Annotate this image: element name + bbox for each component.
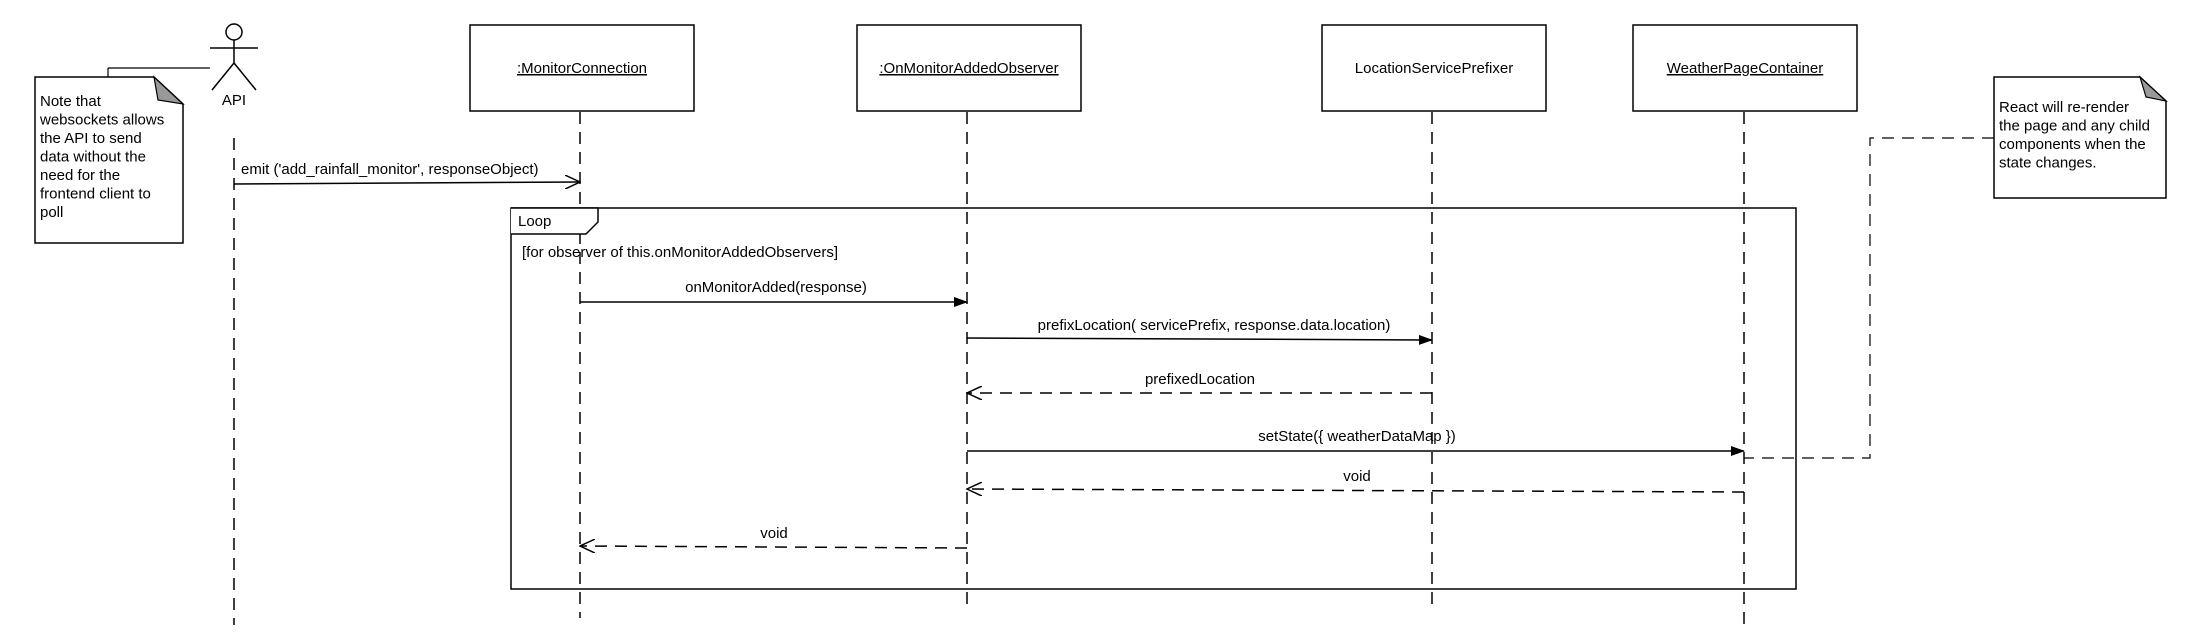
participant-label: LocationServicePrefixer	[1355, 60, 1513, 77]
actor-head	[225, 23, 243, 41]
participant-label: :MonitorConnection	[517, 60, 647, 77]
note-fold	[2138, 75, 2168, 103]
message-arrow	[966, 334, 1433, 345]
message-arrow	[967, 489, 1745, 492]
message-label: onMonitorAdded(response)	[685, 279, 867, 296]
message-prefixed-location[interactable]: prefixedLocation	[967, 371, 1432, 393]
actor-left-leg	[211, 62, 235, 91]
api-actor[interactable]: API	[210, 23, 258, 109]
message-void-1[interactable]: void	[967, 468, 1745, 492]
participant-location-service-prefixer[interactable]: LocationServicePrefixer	[1321, 24, 1547, 112]
actor-right-leg	[233, 62, 257, 91]
participant-on-monitor-added-observer[interactable]: :OnMonitorAddedObserver	[856, 24, 1082, 112]
message-emit[interactable]: emit ('add_rainfall_monitor', responseOb…	[233, 161, 580, 184]
loop-guard: [for observer of this.onMonitorAddedObse…	[522, 244, 838, 261]
note-fold	[153, 75, 185, 105]
loop-label-tab	[511, 207, 599, 235]
message-label: prefixedLocation	[1145, 371, 1255, 388]
message-label: setState({ weatherDataMap })	[1258, 428, 1456, 445]
loop-frame	[510, 207, 1797, 590]
note-shape	[1993, 76, 2167, 199]
message-arrow	[580, 546, 968, 548]
message-arrow	[233, 182, 580, 184]
loop-fragment[interactable]: Loop [for observer of this.onMonitorAdde…	[510, 207, 1797, 590]
loop-label: Loop	[518, 213, 551, 230]
note-shape	[34, 76, 184, 244]
participant-label: WeatherPageContainer	[1667, 60, 1824, 77]
note-left[interactable]: Note that websockets allows the API to s…	[34, 67, 210, 244]
actor-label: API	[222, 92, 246, 109]
note-right[interactable]: React will re-render the page and any ch…	[1744, 75, 2168, 459]
message-void-2[interactable]: void	[580, 525, 968, 548]
message-label: void	[760, 525, 788, 542]
message-prefix-location[interactable]: prefixLocation( servicePrefix, response.…	[966, 317, 1433, 345]
message-set-state[interactable]: setState({ weatherDataMap })	[967, 428, 1745, 456]
participant-label: :OnMonitorAddedObserver	[879, 60, 1058, 77]
message-label: prefixLocation( servicePrefix, response.…	[1038, 317, 1391, 334]
message-on-monitor-added[interactable]: onMonitorAdded(response)	[580, 279, 968, 307]
note-text-left: Note that websockets allows the API to s…	[39, 93, 168, 221]
participant-weather-page-container[interactable]: WeatherPageContainer	[1632, 24, 1858, 112]
message-label: void	[1343, 468, 1371, 485]
note-text-right: React will re-render the page and any ch…	[1999, 99, 2154, 172]
message-label: emit ('add_rainfall_monitor', responseOb…	[241, 161, 539, 178]
participant-monitor-connection[interactable]: :MonitorConnection	[469, 24, 695, 112]
note-connector	[1744, 137, 1994, 459]
